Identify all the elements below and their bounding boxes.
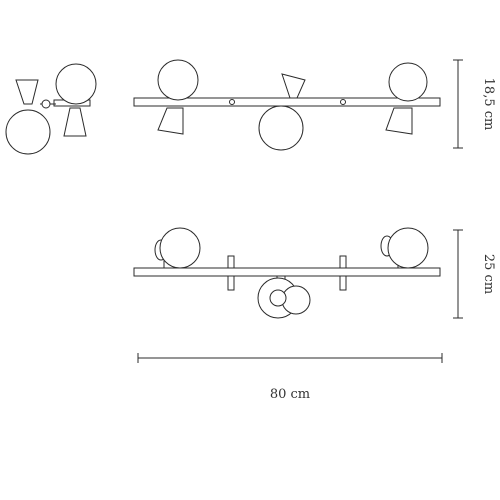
front-view-globe-center [258, 105, 304, 151]
front-view-bar [133, 97, 441, 107]
front-view [133, 59, 441, 151]
front-view-cone-shade-center [281, 73, 306, 99]
side-view-cone-shade-upper [15, 79, 39, 105]
front-view-bolt-right [340, 99, 346, 105]
side-view-cone-shade-lower [63, 107, 87, 137]
side-view-globe-upper [55, 63, 97, 105]
side-view-arm-joint [41, 99, 51, 109]
side-view-globe-lower [5, 109, 51, 155]
front-view-cone-shade-right [385, 107, 413, 135]
front-view-globe-left [157, 59, 199, 101]
height-dimension-bottom [453, 229, 463, 319]
top-view-globe-left [159, 227, 201, 269]
front-view-bolt-left [229, 99, 235, 105]
top-view-globe-right [387, 227, 429, 269]
front-view-cone-shade-left [157, 107, 184, 135]
height-label-bottom: 25 cm [481, 254, 496, 294]
height-label-top: 18,5 cm [481, 78, 496, 131]
top-view [133, 227, 441, 319]
height-dimension-top [453, 59, 463, 149]
width-dimension [137, 353, 443, 363]
front-view-globe-right [388, 62, 428, 102]
top-view-center-hub [269, 289, 287, 307]
side-view [5, 63, 97, 155]
top-view-bar [133, 267, 441, 277]
width-label: 80 cm [270, 387, 310, 402]
